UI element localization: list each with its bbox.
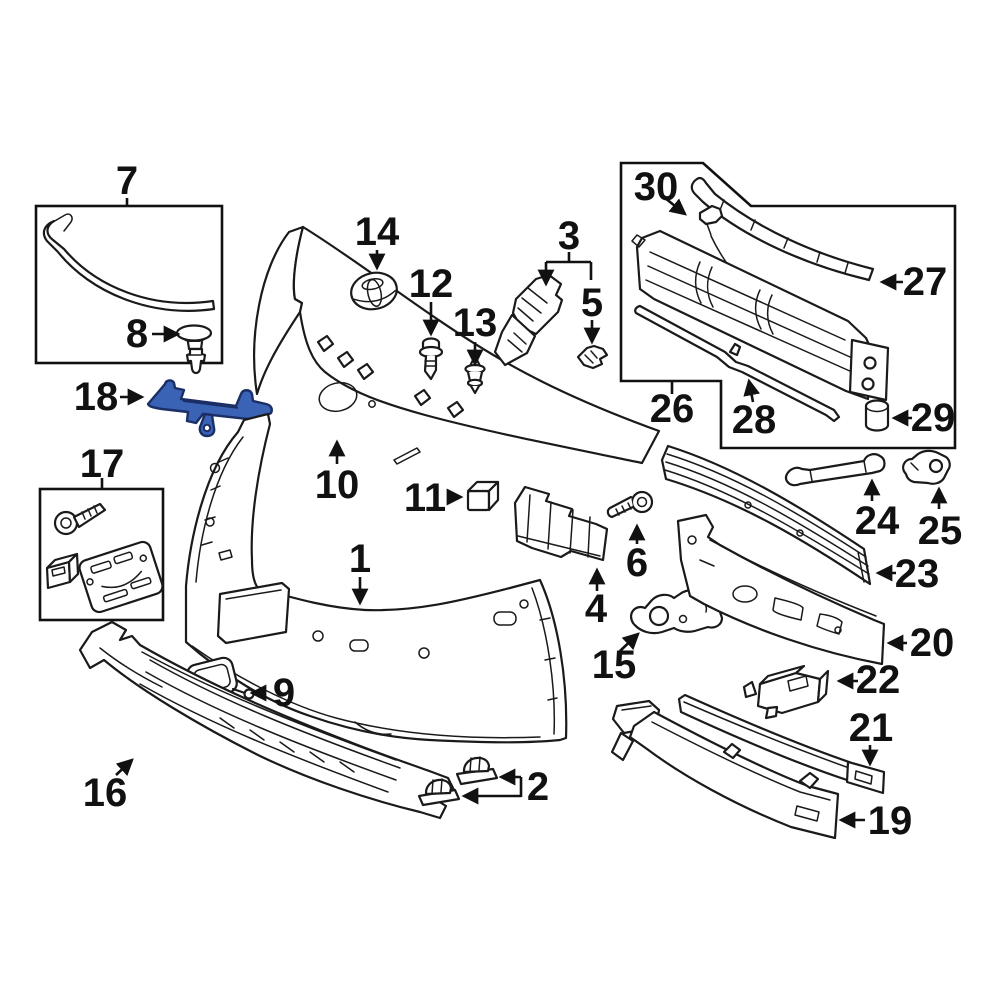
part-label-14[interactable]: 14 bbox=[355, 210, 400, 254]
part-label-13[interactable]: 13 bbox=[453, 301, 498, 345]
energy-absorber-part-4 bbox=[513, 485, 609, 562]
part-label-18[interactable]: 18 bbox=[74, 375, 119, 419]
part-label-2[interactable]: 2 bbox=[527, 765, 549, 809]
tie-bar-part-24 bbox=[784, 453, 886, 487]
emblem-hole bbox=[318, 381, 358, 413]
part-label-6[interactable]: 6 bbox=[626, 541, 648, 585]
bracket-part-22 bbox=[742, 664, 830, 720]
grille-shutter-part-26 bbox=[631, 229, 890, 402]
screw-part-12 bbox=[418, 337, 444, 381]
part-label-23[interactable]: 23 bbox=[895, 552, 940, 596]
corner-bracket-part-25 bbox=[902, 449, 951, 485]
part-label-9[interactable]: 9 bbox=[273, 671, 295, 715]
part-label-7[interactable]: 7 bbox=[116, 159, 138, 203]
lower-stiffener-part-21 bbox=[677, 693, 886, 795]
part-label-4[interactable]: 4 bbox=[585, 587, 608, 631]
clip-part-17b bbox=[45, 552, 80, 590]
part-label-21[interactable]: 21 bbox=[849, 706, 894, 750]
clip-part-5 bbox=[576, 344, 609, 370]
part-label-22[interactable]: 22 bbox=[856, 658, 901, 702]
clip-part-11 bbox=[466, 480, 500, 512]
part-label-27[interactable]: 27 bbox=[903, 260, 948, 304]
clip-part-2a bbox=[455, 756, 499, 786]
upper-reinforcement-part-23 bbox=[660, 444, 872, 586]
part-label-12[interactable]: 12 bbox=[409, 262, 454, 306]
lower-grille-part-16 bbox=[78, 620, 456, 820]
molding-strip-part-27 bbox=[690, 176, 875, 282]
part-label-24[interactable]: 24 bbox=[855, 499, 900, 543]
part-label-29[interactable]: 29 bbox=[911, 396, 956, 440]
screw-part-17a bbox=[53, 502, 107, 536]
bumper-reinforcement-part-20 bbox=[676, 513, 886, 666]
group-box-7 bbox=[34, 204, 224, 375]
part-label-10[interactable]: 10 bbox=[315, 463, 360, 507]
part-label-30[interactable]: 30 bbox=[634, 165, 679, 209]
part-label-20[interactable]: 20 bbox=[910, 621, 955, 665]
bracket-part-3 bbox=[493, 273, 564, 367]
bumper-cover-part-1 bbox=[184, 412, 568, 744]
upper-cover-part-10 bbox=[253, 225, 661, 465]
cushion-part-29 bbox=[864, 399, 890, 432]
part-label-19[interactable]: 19 bbox=[868, 799, 913, 843]
license-plate-bracket-part-17 bbox=[78, 540, 164, 614]
part-label-1[interactable]: 1 bbox=[349, 537, 371, 581]
group-box-17 bbox=[38, 487, 165, 622]
part-18-body bbox=[146, 379, 273, 425]
screw-part-6 bbox=[606, 490, 654, 519]
clip-part-8 bbox=[175, 324, 213, 375]
clip-part-2b bbox=[417, 778, 461, 807]
part-label-16[interactable]: 16 bbox=[83, 771, 128, 815]
highlighted-bracket-part-18 bbox=[146, 379, 273, 438]
part-label-25[interactable]: 25 bbox=[918, 509, 963, 553]
retainer-rod-part-28 bbox=[634, 304, 841, 423]
molding-strip-part-7 bbox=[42, 213, 216, 312]
part-labels: 1 2 3 4 5 6 7 8 9 10 11 12 13 14 15 16 1… bbox=[74, 159, 963, 843]
emblem-part-14 bbox=[350, 271, 398, 311]
leader-lines bbox=[100, 196, 948, 829]
part-label-11[interactable]: 11 bbox=[404, 476, 446, 520]
part-label-5[interactable]: 5 bbox=[581, 281, 603, 325]
part-label-8[interactable]: 8 bbox=[126, 312, 148, 356]
part-label-17[interactable]: 17 bbox=[80, 442, 125, 486]
part-label-28[interactable]: 28 bbox=[732, 398, 777, 442]
part-label-15[interactable]: 15 bbox=[592, 643, 637, 687]
lower-absorber-part-19 bbox=[610, 699, 840, 840]
group-box-26 bbox=[619, 161, 957, 450]
part-label-3[interactable]: 3 bbox=[558, 214, 580, 258]
part-label-26[interactable]: 26 bbox=[650, 387, 695, 431]
